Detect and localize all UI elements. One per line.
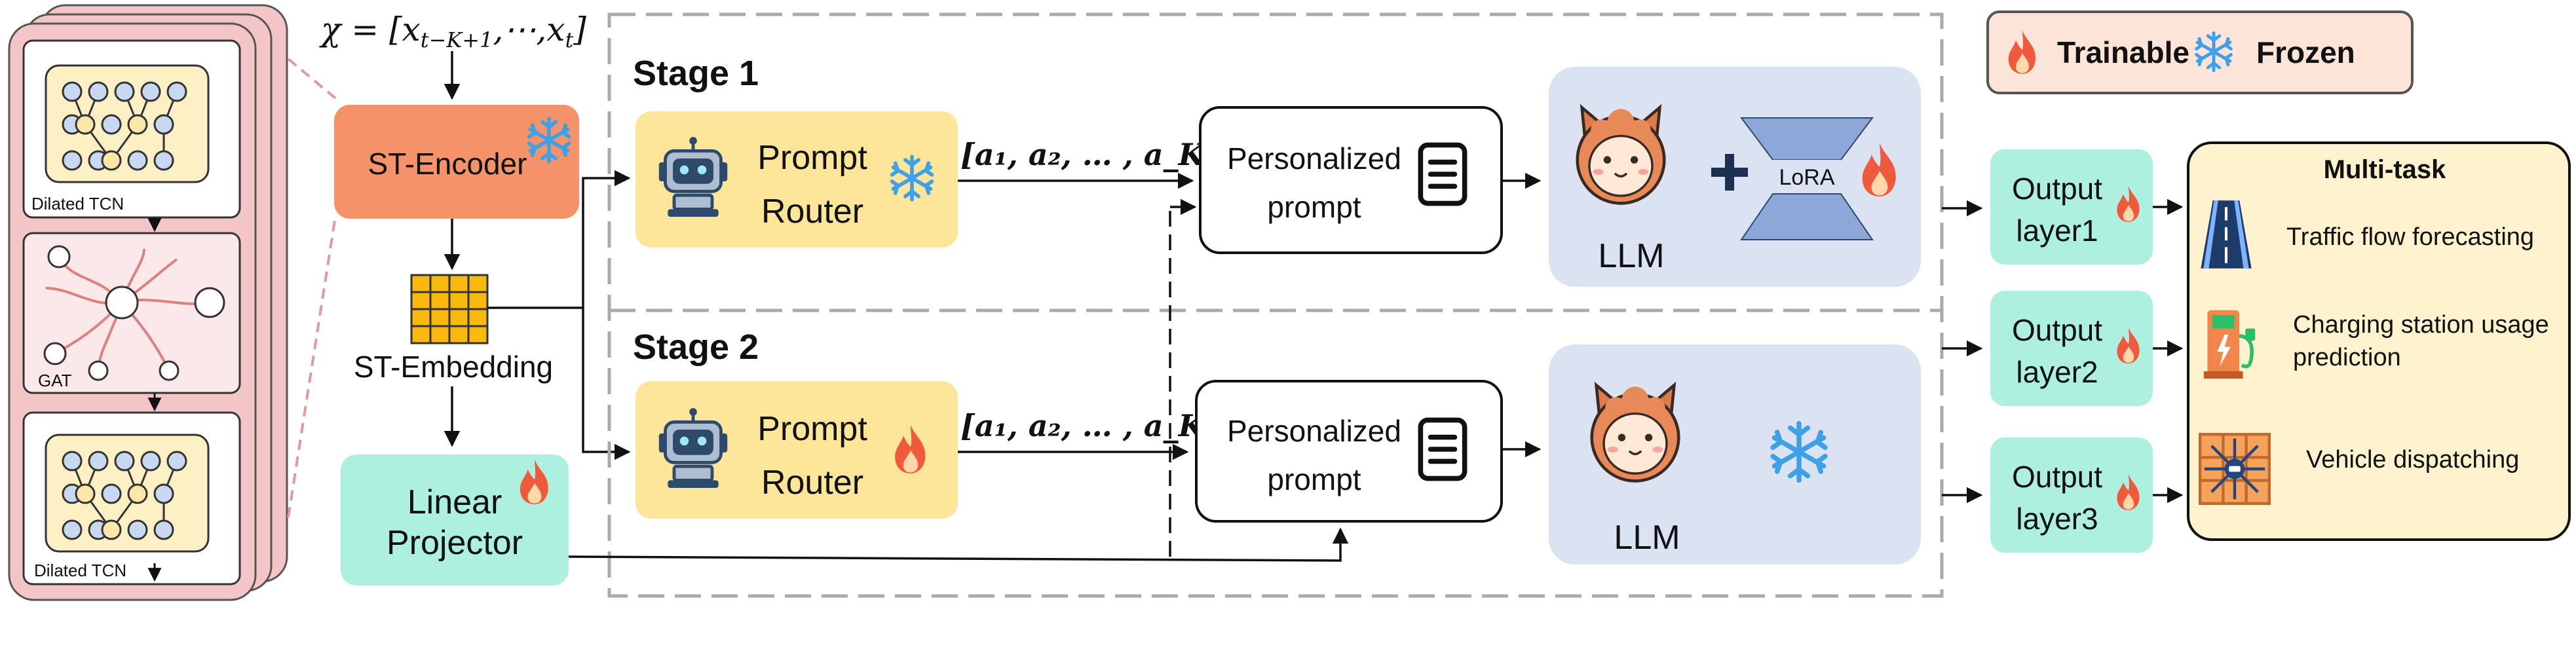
- stage1-personalized-prompt: Personalized prompt: [1199, 106, 1503, 254]
- stage2-sequence: [a₁, a₂, … , a_K]: [960, 408, 1219, 443]
- stage2-llm-panel: LLM: [1549, 344, 1921, 565]
- task-traffic-flow: Traffic flow forecasting: [2286, 223, 2534, 251]
- svg-text:Prompt: Prompt: [757, 410, 867, 448]
- multitask-panel: Multi-task Traffic flow forecasting Char…: [2187, 141, 2571, 541]
- zoom-line-bottom: [287, 215, 337, 518]
- llama-icon: [1592, 385, 1679, 481]
- dilated-tcn-bottom-label: Dilated TCN: [34, 561, 126, 580]
- svg-text:LLM: LLM: [1614, 519, 1680, 557]
- output-layer-2: Output layer2: [1990, 291, 2153, 406]
- svg-text:LLM: LLM: [1598, 237, 1664, 275]
- legend-frozen: Frozen: [2256, 35, 2355, 69]
- stage1-title: Stage 1: [633, 54, 759, 93]
- llama-icon: [1578, 107, 1665, 203]
- linear-projector-line2: Projector: [387, 524, 523, 562]
- document-icon: [1420, 420, 1464, 478]
- svg-text:Output: Output: [2012, 172, 2102, 206]
- task-charging-line2: prediction: [2293, 344, 2401, 371]
- svg-text:LoRA: LoRA: [1779, 165, 1834, 190]
- task-vehicle-dispatch: Vehicle dispatching: [2306, 446, 2519, 473]
- stage-frame: [607, 12, 1944, 598]
- stage1-llm-panel: LLM LoRA: [1549, 67, 1921, 287]
- stage2-prompt-router: Prompt Router: [635, 381, 958, 519]
- stage2-personalized-prompt: Personalized prompt: [1195, 380, 1503, 523]
- st-embedding-label: ST-Embedding: [354, 350, 553, 384]
- dilated-tcn-bottom-panel: Dilated TCN: [22, 411, 241, 585]
- legend: Trainable Frozen: [1986, 10, 2414, 94]
- task-charging-line1: Charging station usage: [2293, 311, 2549, 339]
- stage2-title: Stage 2: [633, 327, 759, 367]
- dilated-tcn-top-panel: Dilated TCN: [22, 39, 241, 219]
- stage1-sequence: [a₁, a₂, … , a_K]: [960, 137, 1219, 172]
- gat-panel: GAT: [22, 232, 241, 394]
- plus-icon: [1711, 154, 1748, 191]
- zoom-line-top: [287, 58, 337, 100]
- input-formula: χ = [xt−K+1,⋯,xt]: [319, 10, 586, 52]
- gat-label: GAT: [38, 371, 72, 390]
- svg-text:Personalized: Personalized: [1227, 414, 1401, 448]
- output-layer-3: Output layer3: [1990, 437, 2153, 553]
- dilated-tcn-top-label: Dilated TCN: [31, 194, 124, 213]
- lora-icon: LoRA: [1740, 117, 1874, 240]
- st-encoder-label: ST-Encoder: [368, 147, 527, 181]
- svg-text:prompt: prompt: [1267, 462, 1361, 496]
- svg-text:Prompt: Prompt: [757, 139, 867, 177]
- svg-text:layer1: layer1: [2016, 213, 2098, 248]
- svg-text:Router: Router: [761, 193, 863, 231]
- linear-projector-box: Linear Projector: [341, 455, 569, 585]
- multitask-title: Multi-task: [2324, 155, 2446, 184]
- output-layer-1: Output layer1: [1990, 149, 2153, 265]
- stage1-prompt-router: Prompt Router: [635, 111, 958, 248]
- legend-trainable: Trainable: [2057, 35, 2189, 69]
- svg-text:Personalized: Personalized: [1227, 141, 1401, 176]
- svg-text:layer2: layer2: [2016, 355, 2098, 389]
- grid-embedding-icon: [410, 274, 489, 344]
- svg-text:layer3: layer3: [2016, 502, 2098, 536]
- st-encoder-box: ST-Encoder: [334, 105, 579, 219]
- document-icon: [1420, 145, 1464, 203]
- svg-text:Output: Output: [2012, 460, 2102, 494]
- svg-text:prompt: prompt: [1267, 190, 1361, 224]
- svg-text:Output: Output: [2012, 313, 2102, 347]
- linear-projector-line1: Linear: [407, 483, 502, 521]
- svg-text:Router: Router: [761, 464, 863, 502]
- dispatch-grid-icon: [2200, 434, 2269, 504]
